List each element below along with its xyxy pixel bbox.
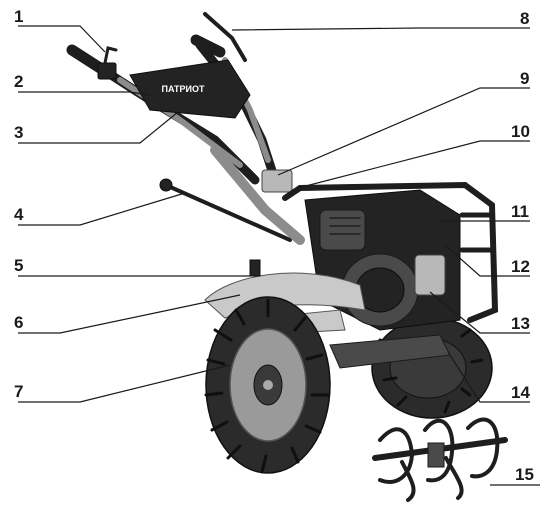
- steering-column: [210, 145, 305, 245]
- control-panel: ПАТРИОТ: [129, 59, 251, 119]
- gear-lever: [159, 178, 292, 242]
- callout-5: 5: [14, 256, 250, 277]
- callout-label-7: 7: [14, 382, 23, 401]
- callout-7: 7: [14, 364, 231, 403]
- callout-6: 6: [14, 294, 241, 334]
- callout-14: 14: [447, 351, 530, 403]
- callout-label-10: 10: [511, 122, 530, 141]
- callout-label-11: 11: [511, 202, 529, 221]
- protective-frame: [282, 181, 499, 323]
- callout-label-14: 14: [511, 383, 530, 402]
- callout-label-13: 13: [511, 314, 530, 333]
- callout-label-3: 3: [14, 123, 23, 142]
- callout-10: 10: [297, 122, 530, 189]
- callout-label-12: 12: [511, 257, 530, 276]
- callout-3: 3: [14, 111, 179, 144]
- hitch: [249, 259, 261, 277]
- engine: [304, 189, 461, 331]
- callout-label-15: 15: [515, 465, 534, 484]
- callout-label-9: 9: [520, 69, 529, 88]
- callout-label-6: 6: [14, 313, 23, 332]
- callout-2: 2: [14, 72, 151, 96]
- callout-9: 9: [277, 69, 530, 176]
- callout-label-2: 2: [14, 72, 23, 91]
- callout-8: 8: [231, 9, 530, 31]
- tiller-cutters: [372, 417, 508, 502]
- callout-4: 4: [14, 192, 186, 226]
- walk-behind-tractor: ПАТРИОТ: [66, 12, 499, 474]
- left-wheel: [204, 296, 331, 474]
- handlebars: [66, 12, 280, 185]
- callout-label-4: 4: [14, 205, 24, 224]
- callout-11: 11: [440, 202, 530, 222]
- callout-label-8: 8: [520, 9, 529, 28]
- callout-label-1: 1: [14, 7, 23, 26]
- right-wheel: [371, 317, 493, 419]
- brand-label: ПАТРИОТ: [162, 84, 205, 94]
- callout-label-5: 5: [14, 256, 23, 275]
- callout-13: 13: [429, 291, 530, 334]
- callout-12: 12: [444, 244, 530, 277]
- callout-1: 1: [14, 7, 106, 53]
- callout-15: 15: [490, 465, 540, 486]
